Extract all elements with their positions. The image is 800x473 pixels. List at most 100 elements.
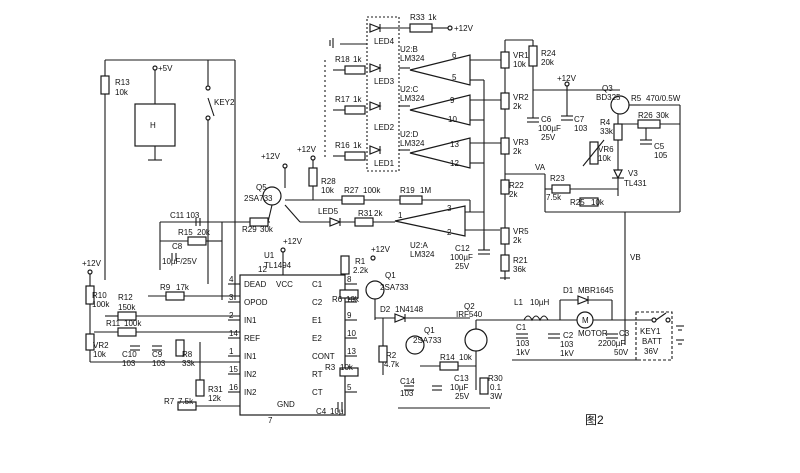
ic-vcc-label: VCC: [276, 280, 293, 289]
c12-voltage: 25V: [455, 262, 470, 271]
vr2-label: VR2: [513, 93, 529, 102]
resistor-r4: [613, 123, 623, 141]
u2a-pin-out: 1: [398, 211, 403, 220]
resistor-r23: [551, 184, 571, 194]
resistor-r31b: [195, 379, 205, 397]
l1-value: 10µH: [530, 298, 550, 307]
r10-label: R10: [92, 291, 107, 300]
r25-label: R25: [570, 198, 585, 207]
batt-voltage: 36V: [644, 347, 659, 356]
v12-label-a: +12V: [454, 24, 474, 33]
c14-label: C14: [400, 377, 415, 386]
c5-value: 105: [654, 151, 668, 160]
r6-value: 10k: [346, 295, 360, 304]
vr3-label: VR3: [513, 138, 529, 147]
c1-voltage: 1kV: [516, 348, 530, 357]
ic-left-pin-name: IN2: [244, 388, 257, 397]
c13-voltage: 25V: [455, 392, 470, 401]
ic-left-pin-num: 1: [229, 347, 234, 356]
r1-label: R1: [355, 257, 366, 266]
batt-label: BATT: [642, 337, 662, 346]
ic-tl1494: U1 TL1494 VCC 12 GND 7 4DEAD3OPOD2IN114R…: [228, 251, 357, 425]
c10-label: C10: [122, 350, 137, 359]
r33-label: R33: [410, 13, 425, 22]
c8-value: 10µF/25V: [162, 257, 198, 266]
ic-right-pin-num: 9: [347, 311, 352, 320]
r23-label: R23: [550, 174, 565, 183]
c11-value: 103: [186, 211, 200, 220]
u2a-id: U2:A: [410, 241, 428, 250]
led1: LED1: [369, 145, 395, 168]
ic-left-pin-num: 16: [229, 383, 238, 392]
r7-label: R7: [164, 397, 175, 406]
r28-value: 10k: [321, 186, 335, 195]
mosfet-q2: [464, 328, 488, 352]
hall-sensor-h: [134, 103, 176, 147]
ic-right-pin-name: C1: [312, 280, 323, 289]
q5-label: Q5: [256, 183, 267, 192]
ic-vcc-pin: 12: [258, 265, 267, 274]
led4: LED4: [369, 23, 395, 46]
opamp-u2a: U2:A LM324 3 2 1: [394, 204, 466, 259]
r33-value: 1k: [428, 13, 437, 22]
ic-gnd-label: GND: [277, 400, 295, 409]
u2b-part: LM324: [400, 54, 425, 63]
u2a-pin-minus: 2: [447, 228, 452, 237]
led3-label: LED3: [374, 77, 395, 86]
resistor-r8: [175, 339, 185, 357]
motor-label: MOTOR: [578, 329, 608, 338]
vr1-value: 10k: [513, 60, 527, 69]
r29-label: R29: [242, 225, 257, 234]
v12-label-b: +12V: [557, 74, 577, 83]
r15-label: R15: [178, 228, 193, 237]
vr5-label: VR5: [513, 227, 529, 236]
r17-value: 1k: [353, 95, 362, 104]
ic-left-pin-name: IN1: [244, 316, 257, 325]
r8-value: 33k: [182, 359, 196, 368]
led5-label: LED5: [318, 207, 339, 216]
v12-label-f: +12V: [371, 245, 391, 254]
r3-label: R3: [325, 363, 336, 372]
vr6-value: 10k: [598, 154, 612, 163]
r9-value: 17k: [176, 283, 190, 292]
r17-label: R17: [335, 95, 350, 104]
ic-left-pin-num: 3: [229, 293, 234, 302]
r31-value: 2k: [374, 209, 383, 218]
v3-part: TL431: [624, 179, 647, 188]
c12-value: 100µF: [450, 253, 473, 262]
c7-value: 103: [574, 124, 588, 133]
diode-d1: [577, 295, 590, 305]
r24-label: R24: [541, 49, 556, 58]
resistor-r33: [409, 23, 433, 33]
c2-voltage: 1kV: [560, 349, 574, 358]
ic-left-pin-num: 15: [229, 365, 238, 374]
r12-label: R12: [118, 293, 133, 302]
c12-label: C12: [455, 244, 470, 253]
q3-part: BD325: [596, 93, 621, 102]
c11-label: C11: [170, 211, 185, 220]
opamp-u2b: U2:B LM324 6 5: [400, 45, 471, 86]
v3-label: V3: [628, 169, 638, 178]
transistor-q1b: [405, 335, 425, 355]
c2-value: 103: [560, 340, 574, 349]
u2b-pin-plus: 5: [452, 73, 457, 82]
c6-label: C6: [541, 115, 552, 124]
u2c-part: LM324: [400, 94, 425, 103]
r2-value: 4.7k: [384, 360, 400, 369]
c4-label: C4: [316, 407, 327, 416]
resistor-r31: [354, 217, 374, 227]
u2d-pin-plus: 12: [450, 159, 459, 168]
vr1-label: VR1: [513, 51, 529, 60]
resistor-r17: R17 1k: [333, 95, 366, 115]
v5-label: +5V: [158, 64, 173, 73]
ic-right-pin-num: 13: [347, 347, 356, 356]
r7-value: 7.5k: [178, 397, 194, 406]
u2d-pin-minus: 13: [450, 140, 459, 149]
ic-right-pin-name: CONT: [312, 352, 335, 361]
c6-voltage: 25V: [541, 133, 556, 142]
r27-label: R27: [344, 186, 359, 195]
c4-value: 10µ: [330, 407, 344, 416]
